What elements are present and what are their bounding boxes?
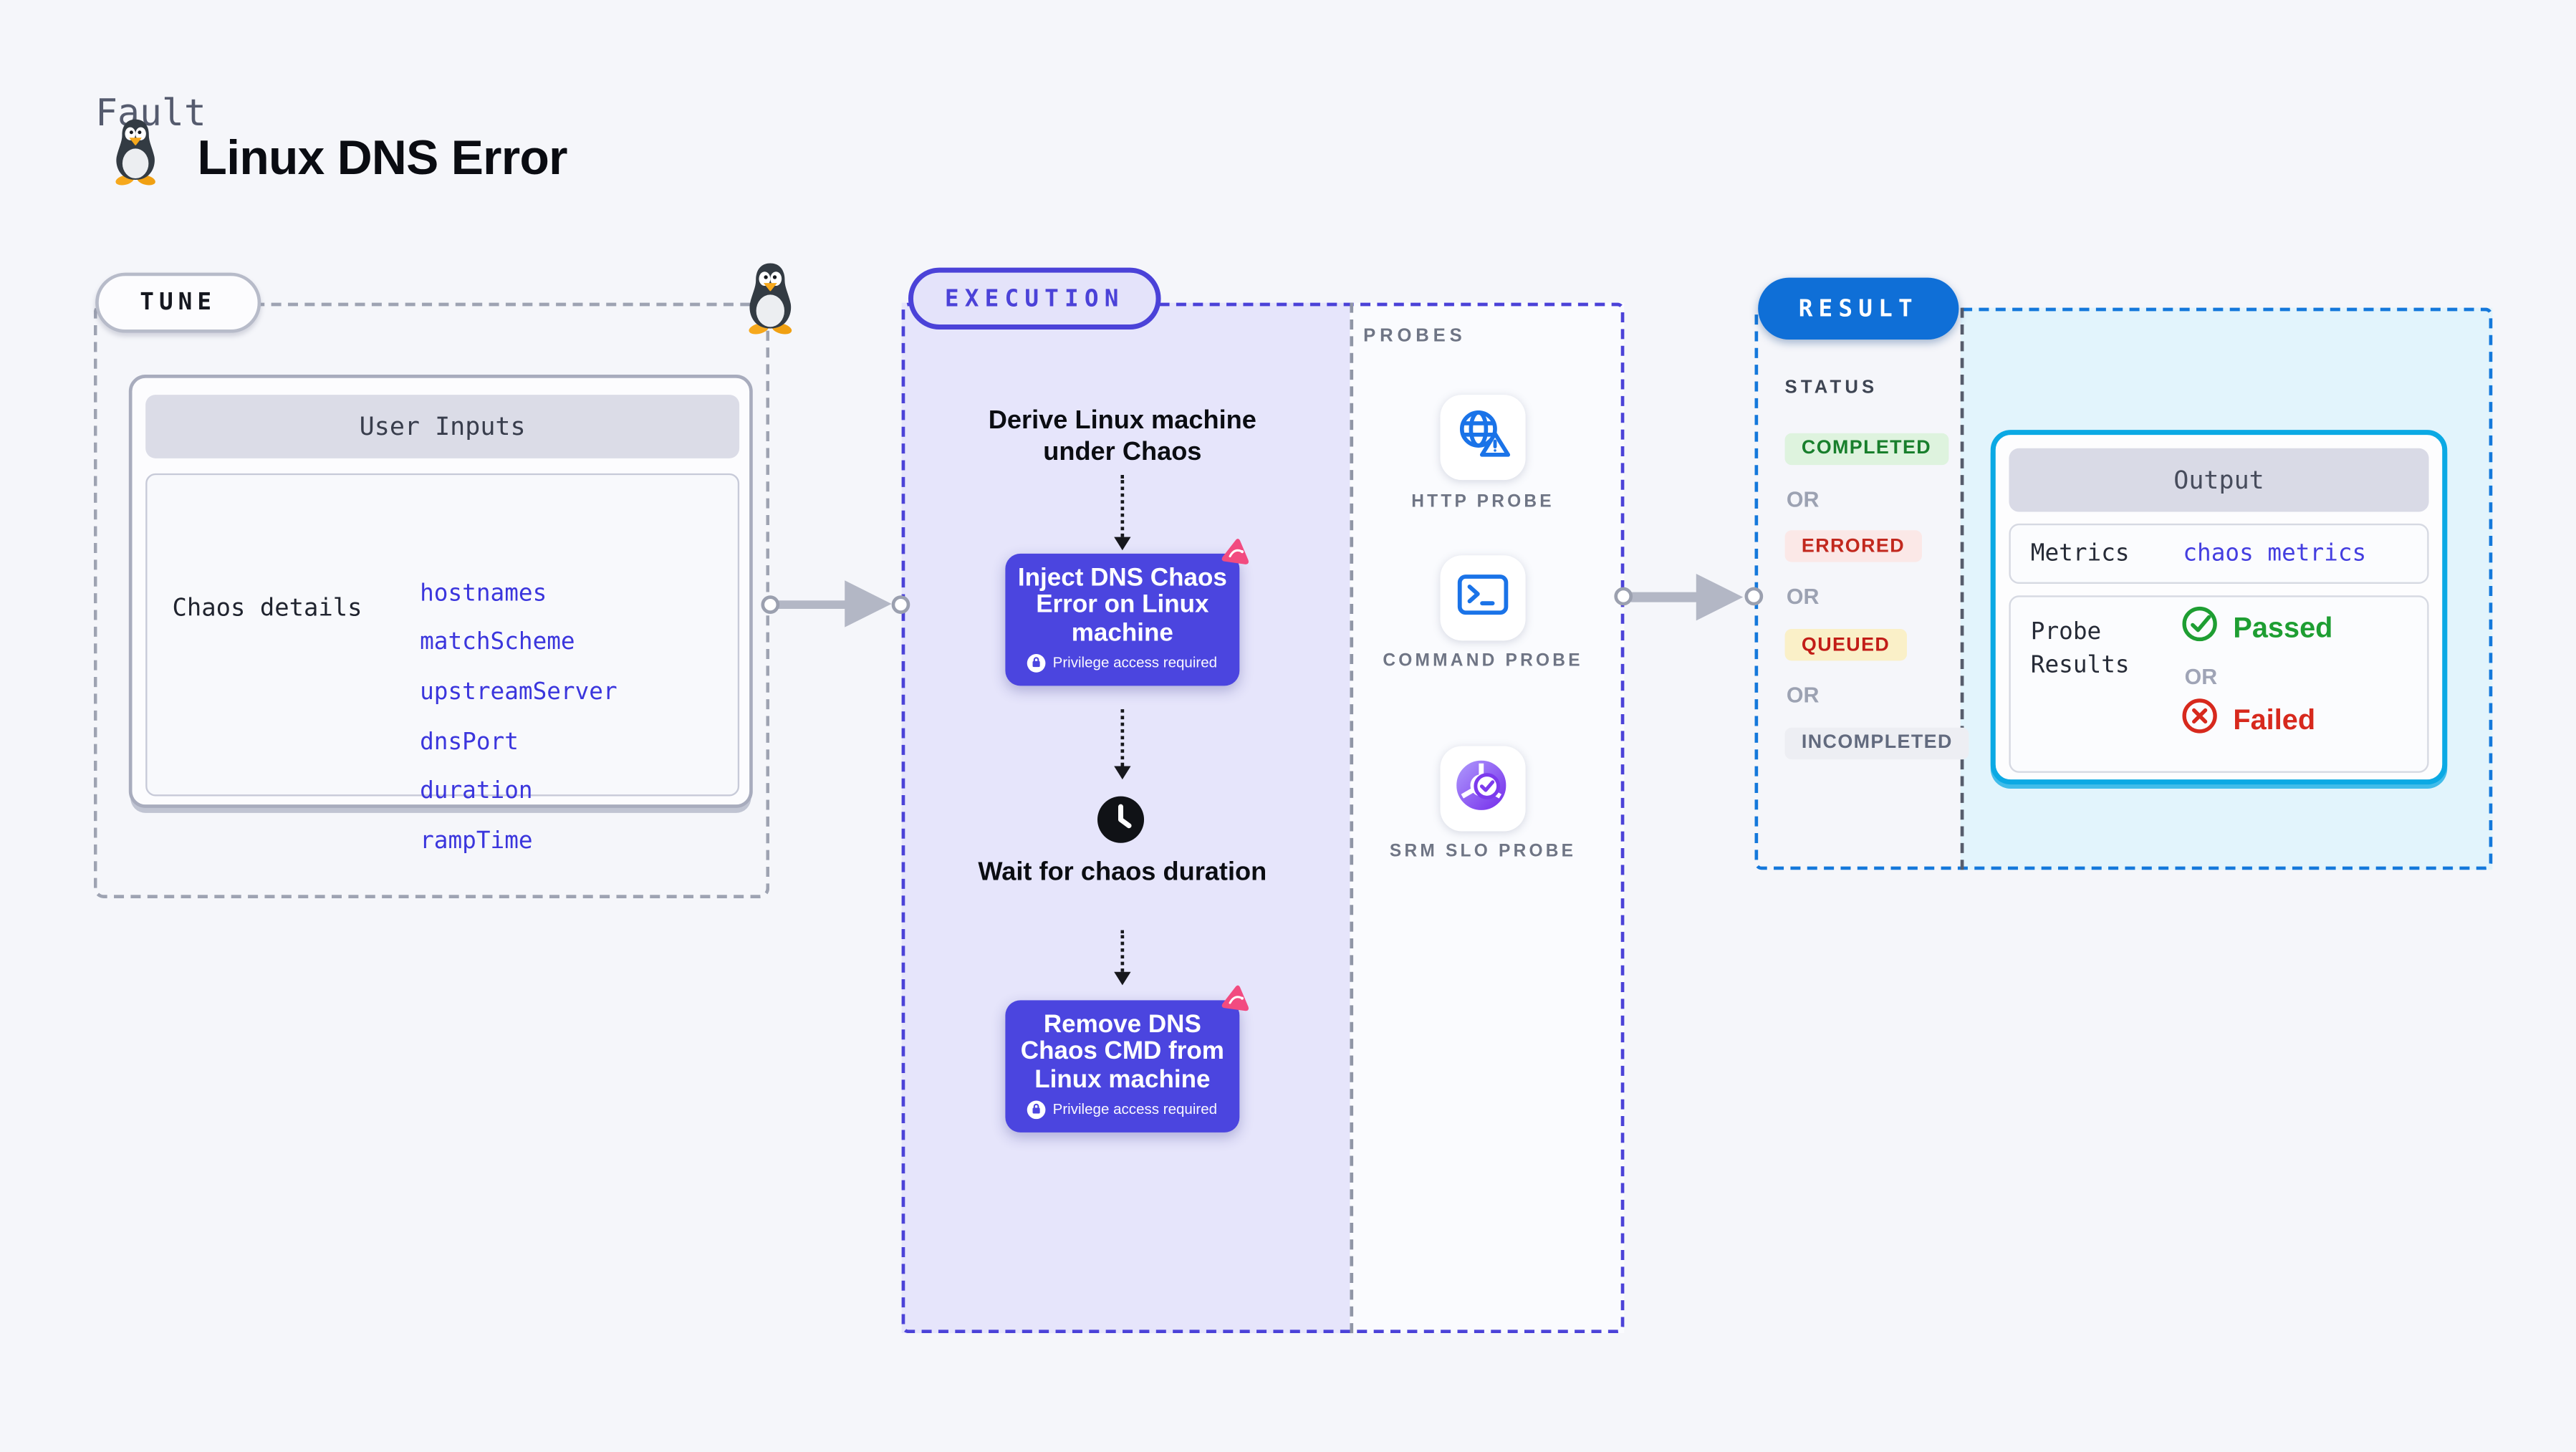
probes-divider — [1350, 302, 1354, 1334]
chaos-faults-icon — [1219, 535, 1253, 569]
chaos-param-list: hostnames matchScheme upstreamServer dns… — [420, 569, 617, 867]
check-circle-icon — [2181, 605, 2218, 650]
chaos-param: duration — [420, 778, 533, 805]
status-badge-completed: COMPLETED — [1784, 432, 1948, 464]
command-probe-label: COMMAND PROBE — [1383, 650, 1583, 671]
remove-chaos-title: Remove DNS Chaos CMD from Linux machine — [1020, 1009, 1224, 1093]
arrow-endpoint-dot — [892, 595, 911, 614]
status-label: STATUS — [1784, 378, 1878, 398]
status-badge-errored: ERRORED — [1784, 530, 1922, 563]
user-inputs-card-body: Chaos details hostnames matchScheme upst… — [145, 472, 740, 855]
or-separator: OR — [1786, 583, 1820, 609]
privilege-row: Privilege access required — [1005, 653, 1239, 685]
or-separator: OR — [1786, 681, 1820, 707]
privilege-row: Privilege access required — [1005, 1100, 1239, 1131]
privilege-badge-text: Privilege access required — [1052, 654, 1218, 671]
status-badge-queued: QUEUED — [1784, 628, 1907, 661]
globe-alert-icon — [1456, 408, 1511, 467]
chaos-metrics-link[interactable]: chaos metrics — [2183, 540, 2367, 567]
srm-slo-probe-label: SRM SLO PROBE — [1389, 841, 1577, 862]
output-card: Output Metrics chaos metrics Probe Resul… — [1990, 430, 2448, 785]
fault-kicker: Fault — [95, 93, 206, 136]
remove-chaos-node: Remove DNS Chaos CMD from Linux machine … — [1005, 985, 1249, 1132]
tune-pill: TUNE — [95, 272, 261, 333]
flow-dotted-arrow — [1114, 475, 1131, 551]
flow-dotted-arrow — [1114, 709, 1131, 780]
flow-dotted-arrow — [1114, 930, 1131, 986]
chaos-faults-icon — [1219, 981, 1253, 1015]
or-separator: OR — [2184, 664, 2218, 690]
probe-results-row: Probe Results Passed OR — [2009, 595, 2429, 773]
user-inputs-card-title: User Inputs — [145, 393, 740, 458]
result-pill: RESULT — [1758, 277, 1959, 340]
arrow-head — [1696, 573, 1744, 621]
chaos-param: matchScheme — [420, 629, 575, 656]
arrow-head — [845, 580, 892, 628]
chaos-details-label: Chaos details — [172, 595, 362, 622]
privilege-badge-text: Privilege access required — [1052, 1100, 1218, 1117]
arrow-shaft — [1630, 592, 1698, 602]
wait-step-text: Wait for chaos duration — [978, 857, 1267, 887]
execution-pill-label: EXECUTION — [944, 285, 1125, 312]
page-title: Linux DNS Error — [197, 132, 568, 186]
probes-panel-label: PROBES — [1363, 326, 1466, 347]
or-separator: OR — [1786, 486, 1820, 511]
passed-verdict: Passed — [2181, 605, 2332, 650]
execution-section-frame — [901, 302, 1625, 1334]
terminal-icon — [1457, 573, 1509, 623]
inject-chaos-title: Inject DNS Chaos Error on Linux machine — [1017, 562, 1227, 647]
tux-penguin-icon — [107, 117, 163, 193]
chaos-param: rampTime — [420, 827, 533, 855]
srm-slo-probe-card — [1440, 746, 1526, 832]
arrow-endpoint-dot — [761, 595, 779, 614]
slo-donut-icon — [1456, 757, 1511, 821]
arrow-endpoint-dot — [1745, 587, 1764, 607]
failed-verdict: Failed — [2181, 698, 2315, 743]
http-probe-label: HTTP PROBE — [1411, 491, 1554, 512]
http-probe-card — [1440, 395, 1526, 481]
metrics-label: Metrics — [2030, 540, 2130, 567]
output-card-title: Output — [2009, 448, 2429, 512]
chaos-param: hostnames — [420, 580, 547, 607]
result-divider — [1960, 307, 1964, 870]
lock-icon — [1027, 653, 1047, 672]
metrics-row: Metrics chaos metrics — [2009, 523, 2429, 584]
command-probe-card — [1440, 555, 1526, 641]
inject-chaos-node: Inject DNS Chaos Error on Linux machine … — [1005, 539, 1249, 686]
chaos-param: upstreamServer — [420, 678, 617, 706]
execution-pill: EXECUTION — [908, 267, 1161, 330]
x-circle-icon — [2181, 698, 2218, 743]
tune-pill-label: TUNE — [140, 289, 217, 317]
status-badge-incompleted: INCOMPLETED — [1784, 727, 1970, 759]
user-inputs-card: User Inputs Chaos details hostnames matc… — [128, 373, 753, 855]
clock-icon — [1095, 794, 1145, 853]
result-pill-label: RESULT — [1798, 295, 1918, 322]
chaos-param: dnsPort — [420, 729, 519, 756]
lock-icon — [1027, 1100, 1047, 1119]
derive-step-text: Derive Linux machine under Chaos — [988, 406, 1256, 466]
passed-label: Passed — [2233, 611, 2333, 643]
tux-penguin-corner-icon — [739, 261, 801, 342]
arrow-shaft — [777, 600, 848, 609]
probe-results-label: Probe Results — [2030, 618, 2130, 680]
failed-label: Failed — [2233, 703, 2316, 736]
